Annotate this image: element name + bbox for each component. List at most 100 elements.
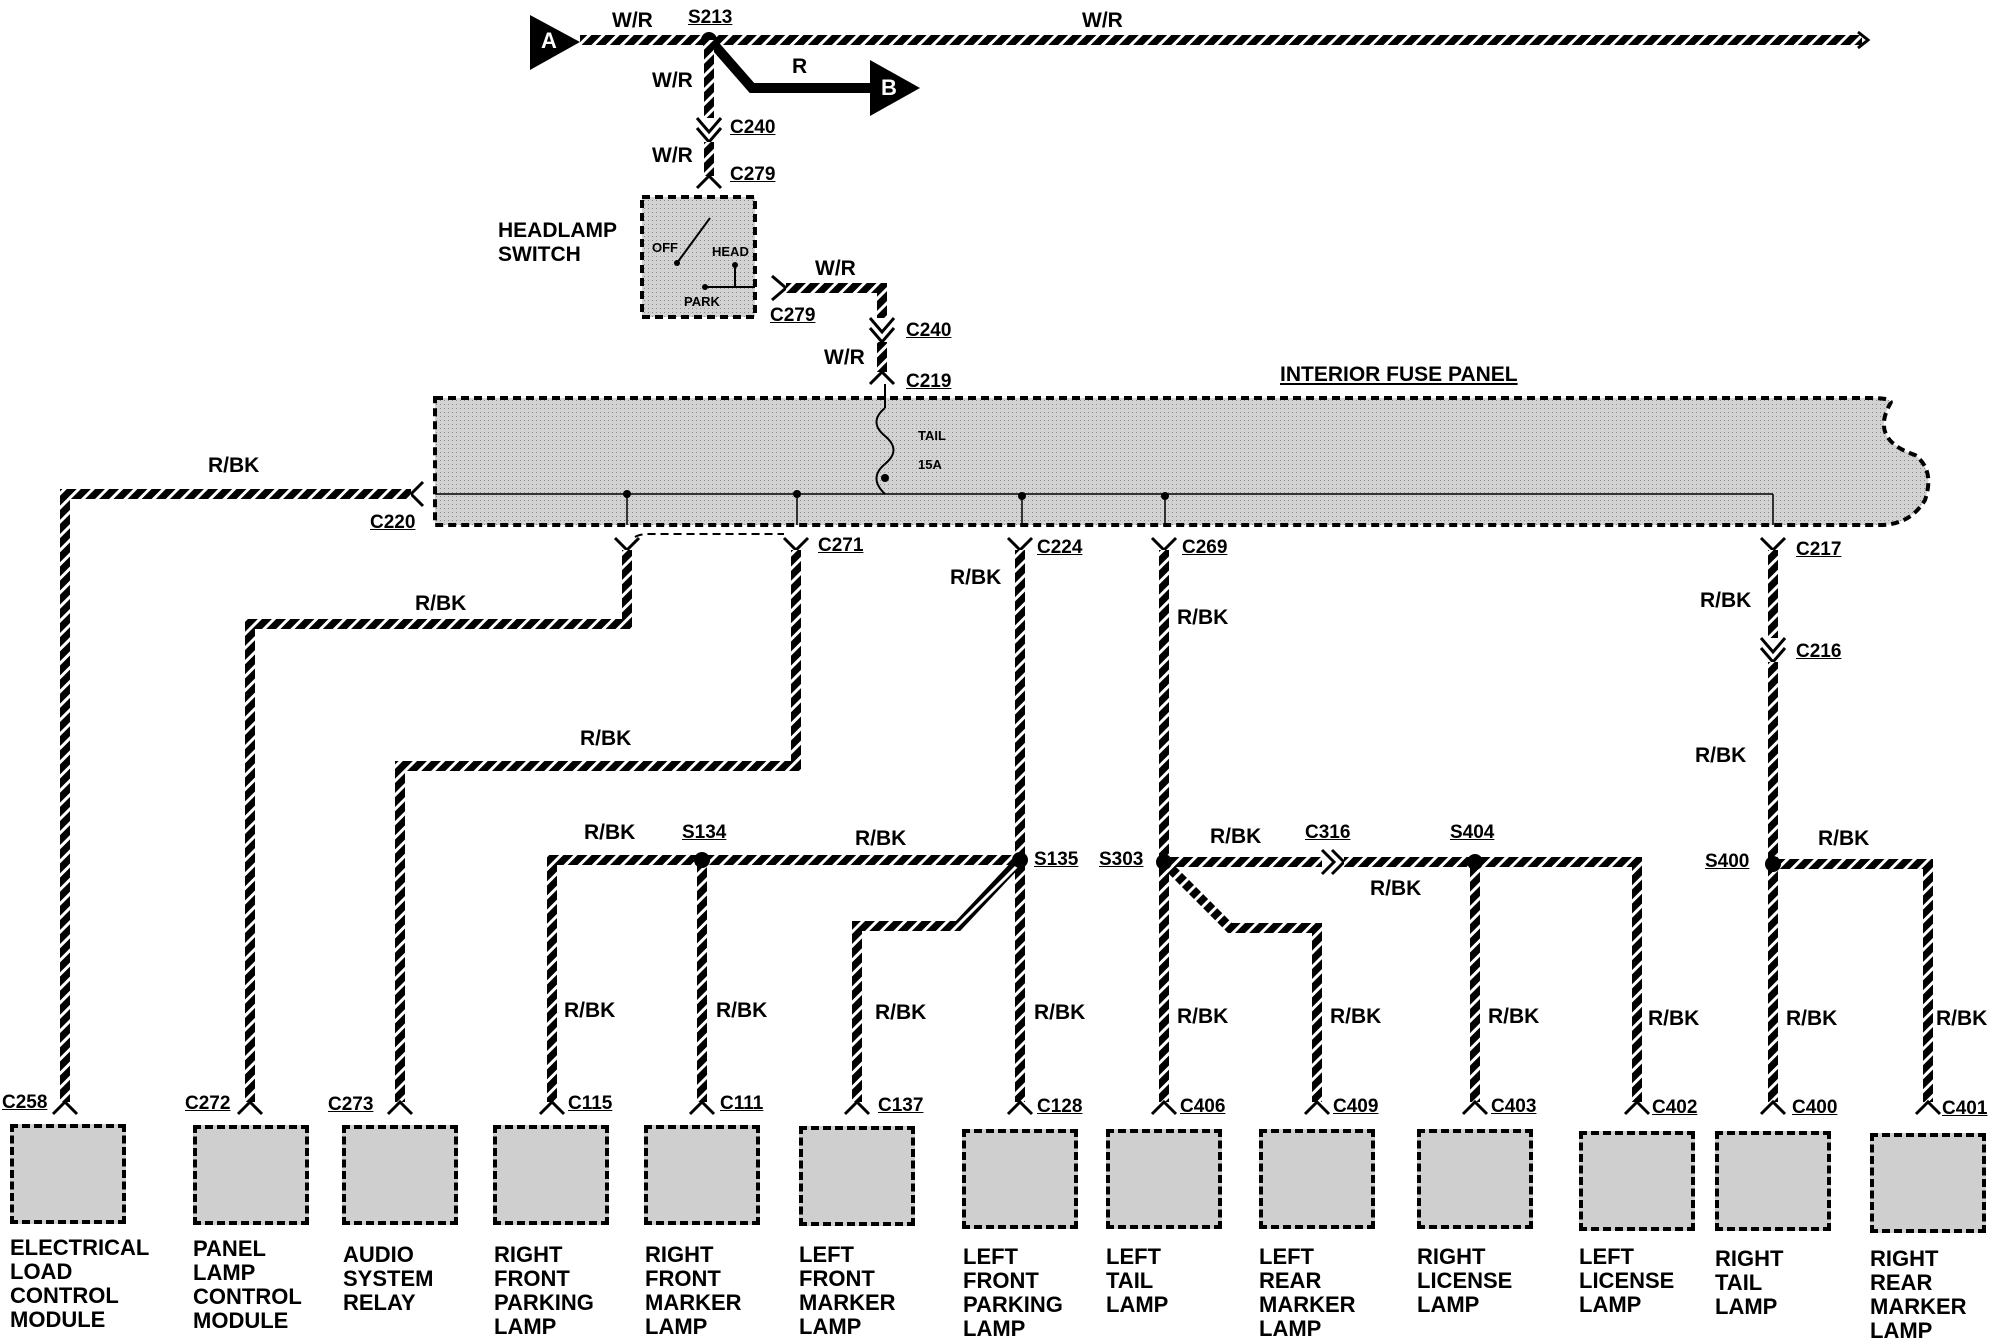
ref-b-label: B [881, 75, 897, 100]
connector-c401-label: C401 [1942, 1098, 1988, 1119]
connector-c219-symbol [868, 369, 896, 386]
wire-label-rbk-10: R/BK [1210, 825, 1262, 848]
connector-c272-symbol [236, 1099, 264, 1116]
wire-label-wr-1: W/R [612, 9, 653, 32]
wire-c220-elcm [60, 489, 411, 1102]
component-label-llic: LEFT LICENSE LAMP [1579, 1244, 1675, 1317]
wire-s135-lfm [852, 856, 1024, 1102]
connector-c271b-symbol [782, 536, 810, 553]
connector-c258-symbol [51, 1099, 79, 1116]
connector-c128-label: C128 [1037, 1096, 1083, 1117]
connector-c220-symbol [408, 480, 425, 508]
connector-c406-label: C406 [1180, 1096, 1226, 1117]
connector-c403-label: C403 [1491, 1096, 1537, 1117]
component-label-rlic: RIGHT LICENSE LAMP [1417, 1244, 1513, 1317]
wire-label-wr-6: W/R [824, 346, 865, 369]
connector-c273-symbol [386, 1099, 414, 1116]
connector-c224-symbol [1006, 536, 1034, 553]
switch-park-label: PARK [684, 294, 720, 309]
component-label-plcm: PANEL LAMP CONTROL MODULE [193, 1236, 302, 1333]
ref-arrow-a [530, 15, 580, 70]
component-box-rfp [493, 1125, 609, 1225]
component-box-audio-relay [342, 1125, 458, 1225]
fuse-bus-node-3 [881, 474, 889, 482]
wire-s400-rrm [1773, 859, 1933, 1102]
component-box-elcm [10, 1124, 126, 1224]
wire-s135-s134 [547, 855, 1020, 1102]
connector-c409-symbol [1303, 1099, 1331, 1116]
tail-fuse-symbol [875, 407, 895, 495]
wire-label-wr-3: W/R [652, 69, 693, 92]
component-box-rlic [1417, 1129, 1533, 1229]
connector-c401-symbol [1914, 1099, 1942, 1116]
connector-c409-label: C409 [1333, 1096, 1379, 1117]
component-label-rtl: RIGHT TAIL LAMP [1715, 1246, 1784, 1319]
component-box-lfp [962, 1129, 1078, 1229]
connector-c217-symbol [1759, 536, 1787, 553]
wire-label-rbk-2: R/BK [415, 592, 467, 615]
component-box-llic [1579, 1131, 1695, 1231]
wire-label-wr-5: W/R [815, 257, 856, 280]
splice-s400 [1765, 856, 1781, 872]
connector-c224-label: C224 [1037, 537, 1083, 558]
connector-c240-top-symbol [695, 117, 723, 145]
connector-c111-symbol [688, 1099, 716, 1116]
switch-node-1 [674, 260, 680, 266]
wire-label-rbk-20: R/BK [1648, 1007, 1700, 1030]
wire-label-rbk-12: R/BK [1818, 827, 1870, 850]
splice-s303-label: S303 [1099, 849, 1144, 870]
switch-off-label: OFF [652, 240, 678, 255]
connector-c269-label: C269 [1182, 537, 1228, 558]
connector-c258-label: C258 [2, 1092, 48, 1113]
wire-wr-switch-out [786, 283, 887, 318]
connector-c115-symbol [538, 1099, 566, 1116]
wire-label-rbk-19: R/BK [1488, 1005, 1540, 1028]
wire-label-rbk-15: R/BK [875, 1001, 927, 1024]
component-label-ltl: LEFT TAIL LAMP [1106, 1244, 1169, 1317]
connector-c111-label: C111 [720, 1093, 764, 1114]
splice-s404 [1467, 854, 1483, 870]
connector-c316-label: C316 [1305, 822, 1351, 843]
connector-c403-symbol [1461, 1099, 1489, 1116]
connector-c279-top-label: C279 [730, 164, 776, 185]
wire-label-wr-4: W/R [652, 144, 693, 167]
ref-a-label: A [541, 28, 557, 53]
connector-c269-symbol [1150, 536, 1178, 553]
splice-s404-label: S404 [1450, 822, 1495, 843]
connector-c279-side-label: C279 [770, 305, 816, 326]
connector-c128-symbol [1006, 1099, 1034, 1116]
component-box-lrm [1259, 1129, 1375, 1229]
connector-c216-symbol [1759, 637, 1787, 665]
connector-c279-top-symbol [695, 173, 723, 190]
connector-c279-side-symbol [771, 274, 789, 302]
connector-c240-top-label: C240 [730, 117, 776, 138]
component-connector-symbols [51, 1099, 1942, 1116]
connector-c216-label: C216 [1796, 641, 1842, 662]
wire-label-rbk-13: R/BK [564, 999, 616, 1022]
connector-c217-label: C217 [1796, 539, 1842, 560]
wire-c271-audio [395, 550, 801, 1102]
wire-label-rbk-8: R/BK [584, 821, 636, 844]
wire-label-rbk-21: R/BK [1786, 1007, 1838, 1030]
connector-c273-label: C273 [328, 1094, 374, 1115]
connector-c240-mid-symbol [868, 317, 896, 345]
fuse-panel-title: INTERIOR FUSE PANEL [1280, 363, 1518, 386]
wire-label-rbk-9: R/BK [855, 827, 907, 850]
wire-label-rbk-6: R/BK [1700, 589, 1752, 612]
component-label-elcm: ELECTRICAL LOAD CONTROL MODULE [10, 1235, 150, 1332]
wire-wr-end [1857, 30, 1871, 50]
wire-label-rbk-17: R/BK [1177, 1005, 1229, 1028]
component-label-lfm: LEFT FRONT MARKER LAMP [799, 1242, 896, 1339]
wire-s303-lrm [1160, 858, 1322, 1102]
connector-c271a-symbol [613, 536, 641, 553]
connector-c402-symbol [1623, 1099, 1651, 1116]
fuse-rating-label: 15A [918, 457, 942, 472]
component-box-plcm [193, 1125, 309, 1225]
connector-c271-label: C271 [818, 535, 864, 556]
splice-s134 [694, 852, 710, 868]
switch-head-label: HEAD [712, 244, 749, 259]
component-box-rrm [1870, 1133, 1986, 1233]
wire-c271-plcm [245, 550, 632, 1102]
wire-label-rbk-1: R/BK [208, 454, 260, 477]
